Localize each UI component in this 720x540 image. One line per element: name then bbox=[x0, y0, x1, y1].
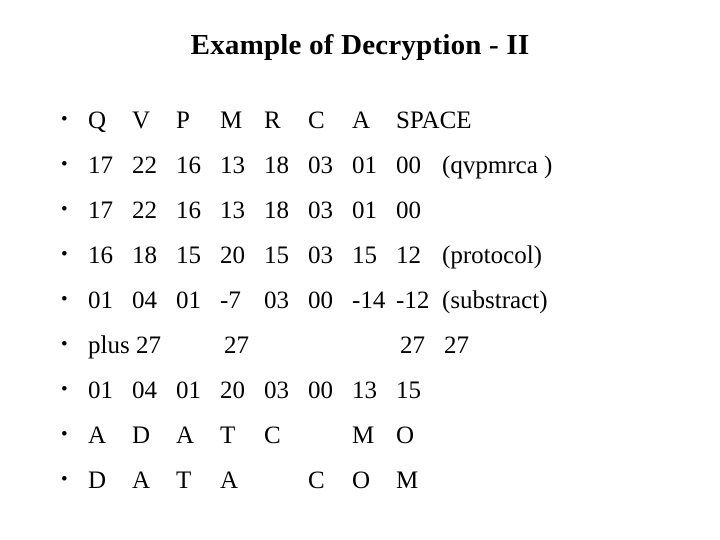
row-annotation: (protocol) bbox=[442, 242, 542, 269]
bullet-point-icon: • bbox=[61, 199, 68, 220]
row-cell: 15 bbox=[352, 242, 377, 269]
row-cell: A bbox=[176, 422, 195, 449]
row-cell: V bbox=[132, 107, 151, 134]
row-cell: 00 bbox=[308, 287, 333, 314]
row-cell: 00 bbox=[308, 377, 333, 404]
row-cell: P bbox=[176, 107, 190, 134]
row-cell: 13 bbox=[352, 377, 377, 404]
row-cell: 20 bbox=[220, 377, 245, 404]
bullet-point-icon: • bbox=[61, 109, 68, 130]
row-cell: 01 bbox=[88, 377, 113, 404]
row-cells: 16 18 15 20 15 03 15 12 bbox=[88, 233, 440, 278]
row-cell: -14 bbox=[352, 287, 386, 314]
row-cell: 01 bbox=[352, 197, 377, 224]
row-cell: 03 bbox=[264, 287, 289, 314]
bullet-point-icon: • bbox=[61, 424, 68, 445]
row-cells: 01 04 01 -7 03 00 -14 -12 bbox=[88, 278, 440, 323]
row-cell: 15 bbox=[264, 242, 289, 269]
row-cell: 15 bbox=[396, 377, 421, 404]
row-annotation: (substract) bbox=[442, 287, 548, 314]
row-cell: 01 bbox=[176, 287, 201, 314]
row-cell: 04 bbox=[132, 287, 157, 314]
row-cell: 04 bbox=[132, 377, 157, 404]
bullet-point-icon: • bbox=[61, 154, 68, 175]
row-cell: 15 bbox=[176, 242, 201, 269]
row-cell: D bbox=[132, 422, 151, 449]
row-cell: D bbox=[88, 467, 107, 494]
row-cell: SPACE bbox=[396, 107, 472, 134]
list-item: • 17 22 16 13 18 03 01 00 bbox=[56, 188, 696, 233]
row-cell: 18 bbox=[132, 242, 157, 269]
list-item: • 01 04 01 -7 03 00 -14 -12 (substract) bbox=[56, 278, 696, 323]
row-cell: 00 bbox=[396, 197, 421, 224]
row-cell: 03 bbox=[308, 242, 333, 269]
row-cell: 01 bbox=[88, 287, 113, 314]
row-cells: 17 22 16 13 18 03 01 00 bbox=[88, 143, 440, 188]
row-cell: M bbox=[352, 422, 375, 449]
row-cell: 27 bbox=[443, 332, 469, 359]
row-cell: A bbox=[132, 467, 151, 494]
row-cell: 00 bbox=[396, 152, 421, 179]
bullet-point-icon: • bbox=[61, 379, 68, 400]
bullet-point-icon: • bbox=[61, 289, 68, 310]
row-cell: C bbox=[264, 422, 281, 449]
row-cell: M bbox=[396, 467, 419, 494]
row-cell: 17 bbox=[88, 152, 113, 179]
row-cell: 18 bbox=[264, 197, 289, 224]
row-cell: M bbox=[220, 107, 243, 134]
row-cell: 22 bbox=[132, 197, 157, 224]
row-cell: R bbox=[264, 107, 281, 134]
row-cell: Q bbox=[88, 107, 107, 134]
bullet-point-icon: • bbox=[61, 469, 68, 490]
row-cell: 13 bbox=[220, 197, 245, 224]
row-lead-label: plus bbox=[88, 332, 136, 359]
row-cell: 16 bbox=[88, 242, 113, 269]
page-title: Example of Decryption - II bbox=[190, 29, 530, 61]
row-cell: T bbox=[176, 467, 192, 494]
row-cell: A bbox=[88, 422, 107, 449]
row-cell: 16 bbox=[176, 152, 201, 179]
row-annotation: (qvpmrca ) bbox=[442, 152, 553, 179]
row-cell: 17 bbox=[88, 197, 113, 224]
row-cell: 27 bbox=[399, 332, 425, 359]
row-cell: 03 bbox=[308, 152, 333, 179]
row-cell: 22 bbox=[132, 152, 157, 179]
list-item: • plus 27 27 27 27 bbox=[56, 323, 696, 368]
row-cell: -12 bbox=[396, 287, 430, 314]
row-cell: 20 bbox=[220, 242, 245, 269]
row-cell: O bbox=[352, 467, 371, 494]
list-item: • 16 18 15 20 15 03 15 12 (protocol) bbox=[56, 233, 696, 278]
row-cell: 16 bbox=[176, 197, 201, 224]
row-cell: 03 bbox=[264, 377, 289, 404]
row-cells: 01 04 01 20 03 00 13 15 bbox=[88, 368, 440, 413]
row-cell: 12 bbox=[396, 242, 421, 269]
row-cells: 17 22 16 13 18 03 01 00 bbox=[88, 188, 440, 233]
bullet-point-icon: • bbox=[61, 334, 68, 355]
row-cell: 13 bbox=[220, 152, 245, 179]
bullet-point-icon: • bbox=[61, 244, 68, 265]
row-cell: 01 bbox=[352, 152, 377, 179]
list-item: • 01 04 01 20 03 00 13 15 bbox=[56, 368, 696, 413]
row-cell: -7 bbox=[220, 287, 241, 314]
row-cells: 27 27 27 27 bbox=[136, 323, 488, 368]
row-cell: A bbox=[220, 467, 239, 494]
row-cell: 01 bbox=[176, 377, 201, 404]
row-cell: O bbox=[396, 422, 415, 449]
row-cell: 03 bbox=[308, 197, 333, 224]
row-cell: C bbox=[308, 107, 325, 134]
row-cell: C bbox=[308, 467, 325, 494]
row-cell: 27 bbox=[223, 332, 249, 359]
row-cell: T bbox=[220, 422, 236, 449]
row-cell: A bbox=[352, 107, 371, 134]
row-cell: 18 bbox=[264, 152, 289, 179]
row-cell: 27 bbox=[135, 332, 161, 359]
list-item: • 17 22 16 13 18 03 01 00 (qvpmrca ) bbox=[56, 143, 696, 188]
